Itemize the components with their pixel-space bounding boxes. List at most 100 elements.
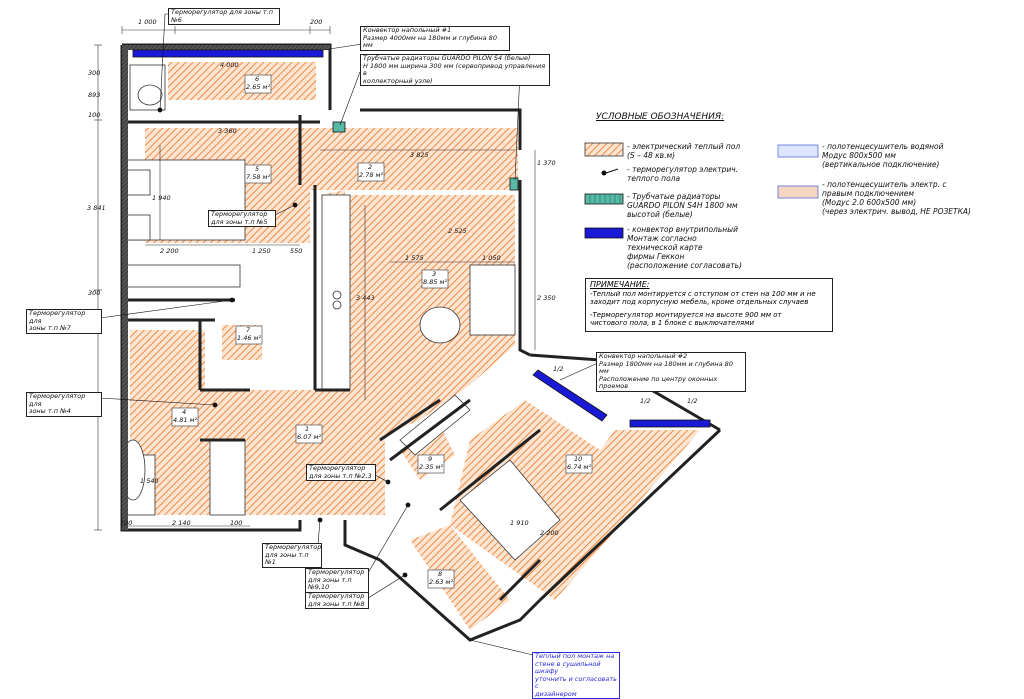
dim-top-1: 1 000 xyxy=(138,18,157,26)
legend-swatch-radiator xyxy=(584,193,624,205)
room-9-label xyxy=(417,454,445,474)
legend-swatch-electric-dryer xyxy=(777,185,819,199)
room-10-id: 10 xyxy=(574,455,583,463)
room-8-area: 2.63 м² xyxy=(429,578,454,586)
room-2-area: 2.78 м² xyxy=(359,171,384,179)
dim-left-1: 300 xyxy=(88,69,101,77)
dim-misc-1940: 1 940 xyxy=(152,194,171,202)
dim-misc-2350: 2 350 xyxy=(537,294,556,302)
room-8-label xyxy=(427,569,455,589)
note-line-4: чистового пола, в 1 блоке с выключателям… xyxy=(590,319,755,327)
legend-text-electric-dryer: - полотенцесушитель электр. с правым под… xyxy=(822,180,971,216)
heated-floor-zones xyxy=(130,62,700,630)
legend-swatch-hatched xyxy=(584,142,624,157)
dim-misc-2525: 2 525 xyxy=(448,227,467,235)
dim-misc-1050: 1 050 xyxy=(482,254,501,262)
dim-misc-3360: 3 360 xyxy=(218,127,237,135)
dim-bottom-3: 100 xyxy=(230,519,243,527)
floor-convector-2a xyxy=(532,369,608,422)
tube-radiator-1 xyxy=(332,121,346,133)
dimension-lines xyxy=(94,26,536,531)
legend-text-thermostat: - терморегулятор электрич. теплого пола xyxy=(627,165,739,183)
dim-misc-3825: 3 825 xyxy=(410,151,429,159)
dim-misc-2200: 2 200 xyxy=(160,247,179,255)
room-7-id: 7 xyxy=(246,326,251,334)
callout-thermo-zone-6: Терморегулятор для зоны т.п №6 xyxy=(168,8,280,25)
dim-left-mid: 3 841 xyxy=(87,204,106,212)
callout-thermo-zone-2-3: Терморегулятор для зоны т.п №2,3 xyxy=(306,464,376,481)
room-3-id: 3 xyxy=(432,270,437,278)
room-7-area: 1.46 м² xyxy=(237,334,262,342)
legend-swatch-water-dryer xyxy=(777,144,819,158)
floor-convector-1 xyxy=(132,49,324,58)
room-4-label xyxy=(171,407,199,427)
dim-room6-width: 4 000 xyxy=(220,61,239,69)
dim-misc-550: 550 xyxy=(290,247,303,255)
legend-text-water-dryer: - полотенцесушитель водяной Модус 800х50… xyxy=(822,142,944,169)
note-box: ПРИМЕЧАНИЕ: -Теплый пол монтируется с от… xyxy=(585,278,833,332)
room-8-id: 8 xyxy=(438,570,443,578)
room-3-label xyxy=(421,269,449,289)
room-1-area: 6.07 м² xyxy=(297,433,322,441)
note-title: ПРИМЕЧАНИЕ: xyxy=(590,280,650,289)
floor-convector-2b xyxy=(629,419,711,428)
dim-misc-1370: 1 370 xyxy=(537,159,556,167)
legend-text-convector: - конвектор внутрипольный Монтаж согласн… xyxy=(627,225,742,270)
callout-radiators: Трубчатые радиаторы GUARDO PILON S4 (бел… xyxy=(360,54,550,86)
callout-thermo-zone-7: Терморегулятор для зоны т.п №7 xyxy=(26,309,102,334)
dim-misc-1250: 1 250 xyxy=(252,247,271,255)
room-5-area: 7.58 м² xyxy=(246,173,271,181)
room-2-id: 2 xyxy=(368,163,373,171)
room-1-label xyxy=(295,424,323,444)
room-9-id: 9 xyxy=(428,455,433,463)
room-9-area: 2.35 м² xyxy=(419,463,444,471)
legend-swatch-convector xyxy=(584,227,624,239)
room-4-id: 4 xyxy=(182,408,187,416)
legend-title: УСЛОВНЫЕ ОБОЗНАЧЕНИЯ: xyxy=(596,112,725,122)
room-4-area: 4.81 м² xyxy=(173,416,198,424)
room-7-label xyxy=(235,325,263,345)
legend-radiator-ribs xyxy=(589,194,621,204)
dim-misc-1540: 1 540 xyxy=(140,477,159,485)
dim-left-2: 893 xyxy=(88,91,101,99)
dim-misc-3443: 3 443 xyxy=(356,294,375,302)
room-6-area: 2.65 м² xyxy=(246,83,271,91)
callout-convector-1: Конвектор напольный #1 Размер 4000мм на … xyxy=(360,26,510,51)
room-6-id: 6 xyxy=(255,75,260,83)
callout-thermo-zone-1: Терморегулятор для зоны т.п №1 xyxy=(262,543,322,568)
note-line-3: -Терморегулятор монтируется на высоте 90… xyxy=(590,310,782,319)
room-6-label xyxy=(244,74,272,94)
dim-misc-1910: 1 910 xyxy=(510,519,529,527)
callout-warm-wall: Теплый пол монтаж на стене в сушильной ш… xyxy=(532,652,620,699)
dim-left-3: 100 xyxy=(88,111,101,119)
callout-thermo-zone-5: Терморегулятор для зоны т.п №5 xyxy=(208,210,276,227)
room-2-label xyxy=(357,162,385,182)
note-line-1: -Теплый пол монтируется с отступом от ст… xyxy=(590,289,816,298)
room-3-area: 8.85 м² xyxy=(423,278,448,286)
legend-text-heated-floor: - электрический теплый пол (S – 48 кв.м) xyxy=(627,142,741,160)
room-5-id: 5 xyxy=(255,165,260,173)
dim-misc-1575: 1 575 xyxy=(405,254,424,262)
legend-thermostat-icon xyxy=(601,168,619,176)
callout-thermo-zone-9-10: Терморегулятор для зоны т.п №9,10 xyxy=(305,568,369,593)
legend-text-radiator: - Трубчатые радиаторы GUARDO PILON S4H 1… xyxy=(627,192,738,219)
note-line-2: заходит под корпусную мебель, кроме отде… xyxy=(590,298,809,306)
dim-misc-half-2: 1/2 xyxy=(640,397,651,405)
dim-left-low: 300 xyxy=(88,289,101,297)
callout-thermo-zone-8: Терморегулятор для зоны т.п №8 xyxy=(305,592,369,609)
room-5-label xyxy=(244,164,272,184)
dim-top-3: 200 xyxy=(310,18,323,26)
room-labels xyxy=(171,74,593,589)
tube-radiator-2 xyxy=(509,177,519,191)
room-1-id: 1 xyxy=(305,425,310,433)
callout-thermo-zone-4: Терморегулятор для зоны т.п №4 xyxy=(26,392,102,417)
dim-misc-half-1: 1/2 xyxy=(553,365,564,373)
callout-convector-2: Конвектор напольный #2 Размер 1800мм на … xyxy=(596,352,746,392)
room-10-label xyxy=(565,454,593,474)
dim-misc-half-3: 1/2 xyxy=(687,397,698,405)
dim-misc-2200b: 2 200 xyxy=(540,529,559,537)
dim-bottom-1: 100 xyxy=(120,519,133,527)
room-10-area: 6.74 м² xyxy=(567,463,592,471)
dim-bottom-2: 2 140 xyxy=(172,519,191,527)
